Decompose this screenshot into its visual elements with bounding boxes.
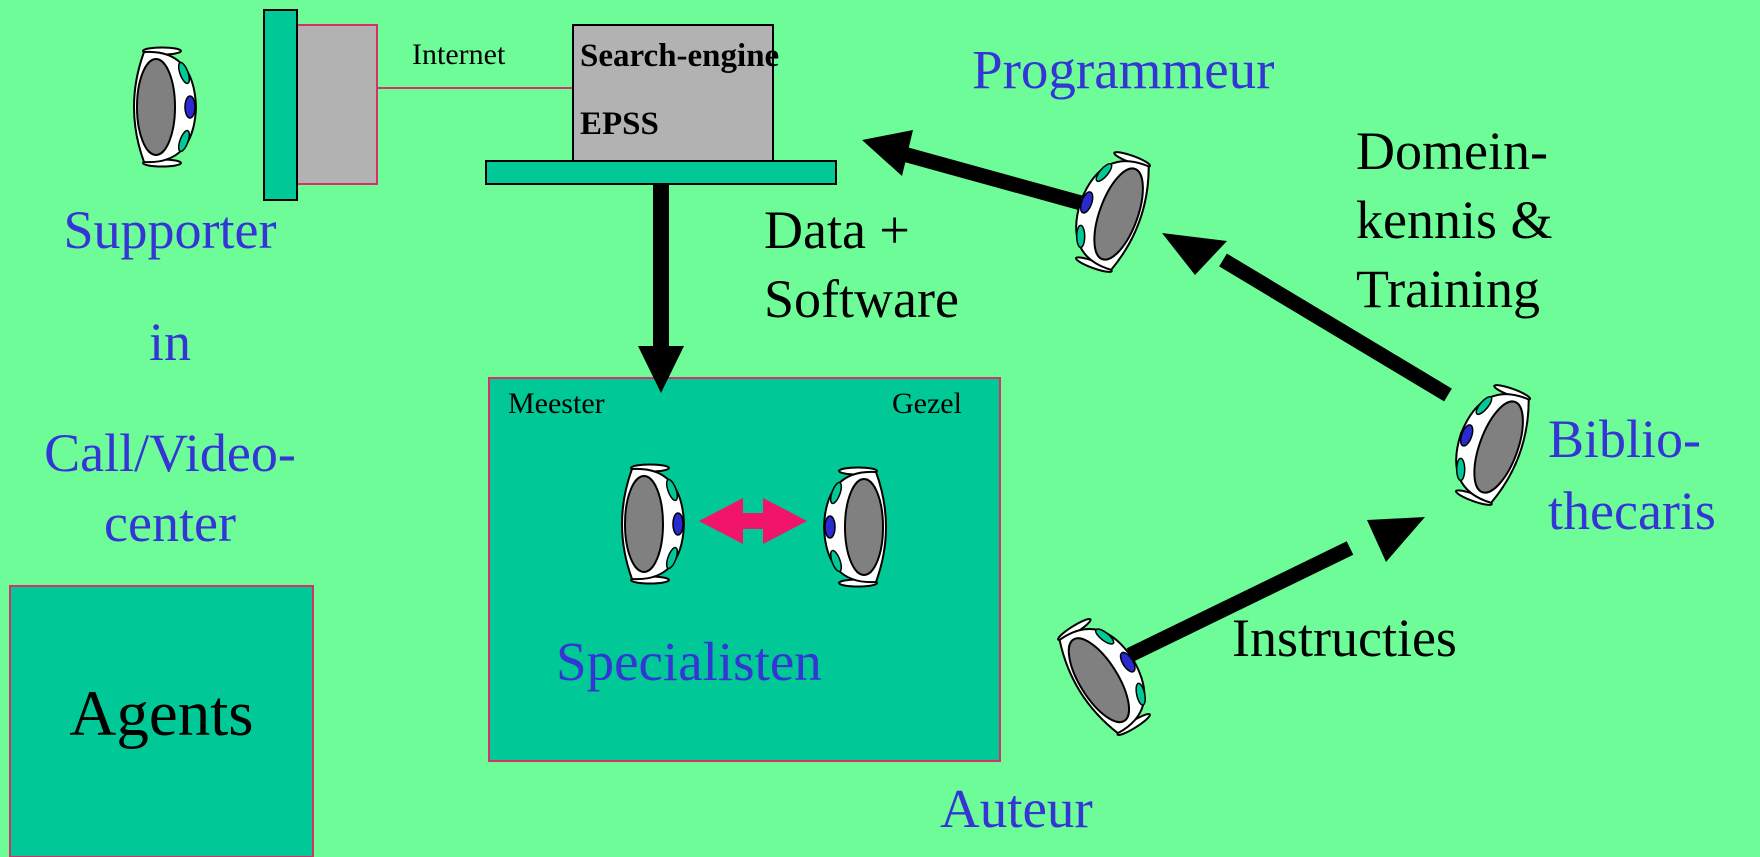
domeinkennis-line-1: Domein- [1356, 121, 1548, 181]
person-icon-bibliothecaris [1439, 376, 1541, 512]
person-icon-programmeur [1059, 143, 1161, 279]
arrow-programmeur-to-epss-head [862, 130, 913, 176]
supporter-line-2: in [148, 312, 191, 372]
agents-label: Agents [69, 678, 254, 750]
server-base [485, 160, 837, 185]
supporter-label: Supporter in Call/Video- center [0, 0, 340, 560]
arrow-bibliothecaris-to-programmeur [1219, 253, 1452, 402]
bibliothecaris-line-1: Biblio- [1548, 409, 1702, 469]
monitor-bezel [263, 9, 298, 201]
domeinkennis-line-3: Training [1356, 259, 1541, 319]
monitor-screen [295, 24, 378, 185]
arrow-auteur-to-bibliothecaris [1126, 541, 1354, 662]
arrow-bibliothecaris-to-programmeur-head [1162, 233, 1227, 275]
supporter-line-1: Supporter [63, 200, 277, 260]
supporter-line-4: center [104, 493, 236, 553]
internet-label: Internet [412, 38, 506, 71]
arrow-programmeur-to-epss [898, 145, 1094, 214]
meester-label: Meester [508, 387, 605, 420]
epss-label: EPSS [580, 106, 659, 142]
gezel-label: Gezel [892, 387, 962, 420]
arrow-auteur-to-bibliothecaris-head [1367, 517, 1425, 562]
programmeur-label: Programmeur [972, 39, 1275, 100]
double-arrow-icon [699, 498, 807, 544]
specialisten-label: Specialisten [556, 631, 822, 692]
search-engine-label: Search-engine [580, 38, 780, 74]
person-icon-auteur [1047, 607, 1166, 744]
supporter-line-3: Call/Video- [44, 423, 296, 483]
data-software-line-1: Data + [764, 200, 910, 260]
data-software-line-2: Software [764, 269, 959, 329]
specialisten-box [488, 377, 1001, 762]
domeinkennis-line-2: kennis & [1356, 190, 1553, 250]
bibliothecaris-line-2: thecaris [1548, 481, 1716, 541]
instructies-label: Instructies [1232, 608, 1457, 668]
arrow-epss-to-specialisten-head [638, 346, 684, 393]
auteur-label: Auteur [940, 778, 1093, 839]
agents-box [9, 585, 314, 857]
